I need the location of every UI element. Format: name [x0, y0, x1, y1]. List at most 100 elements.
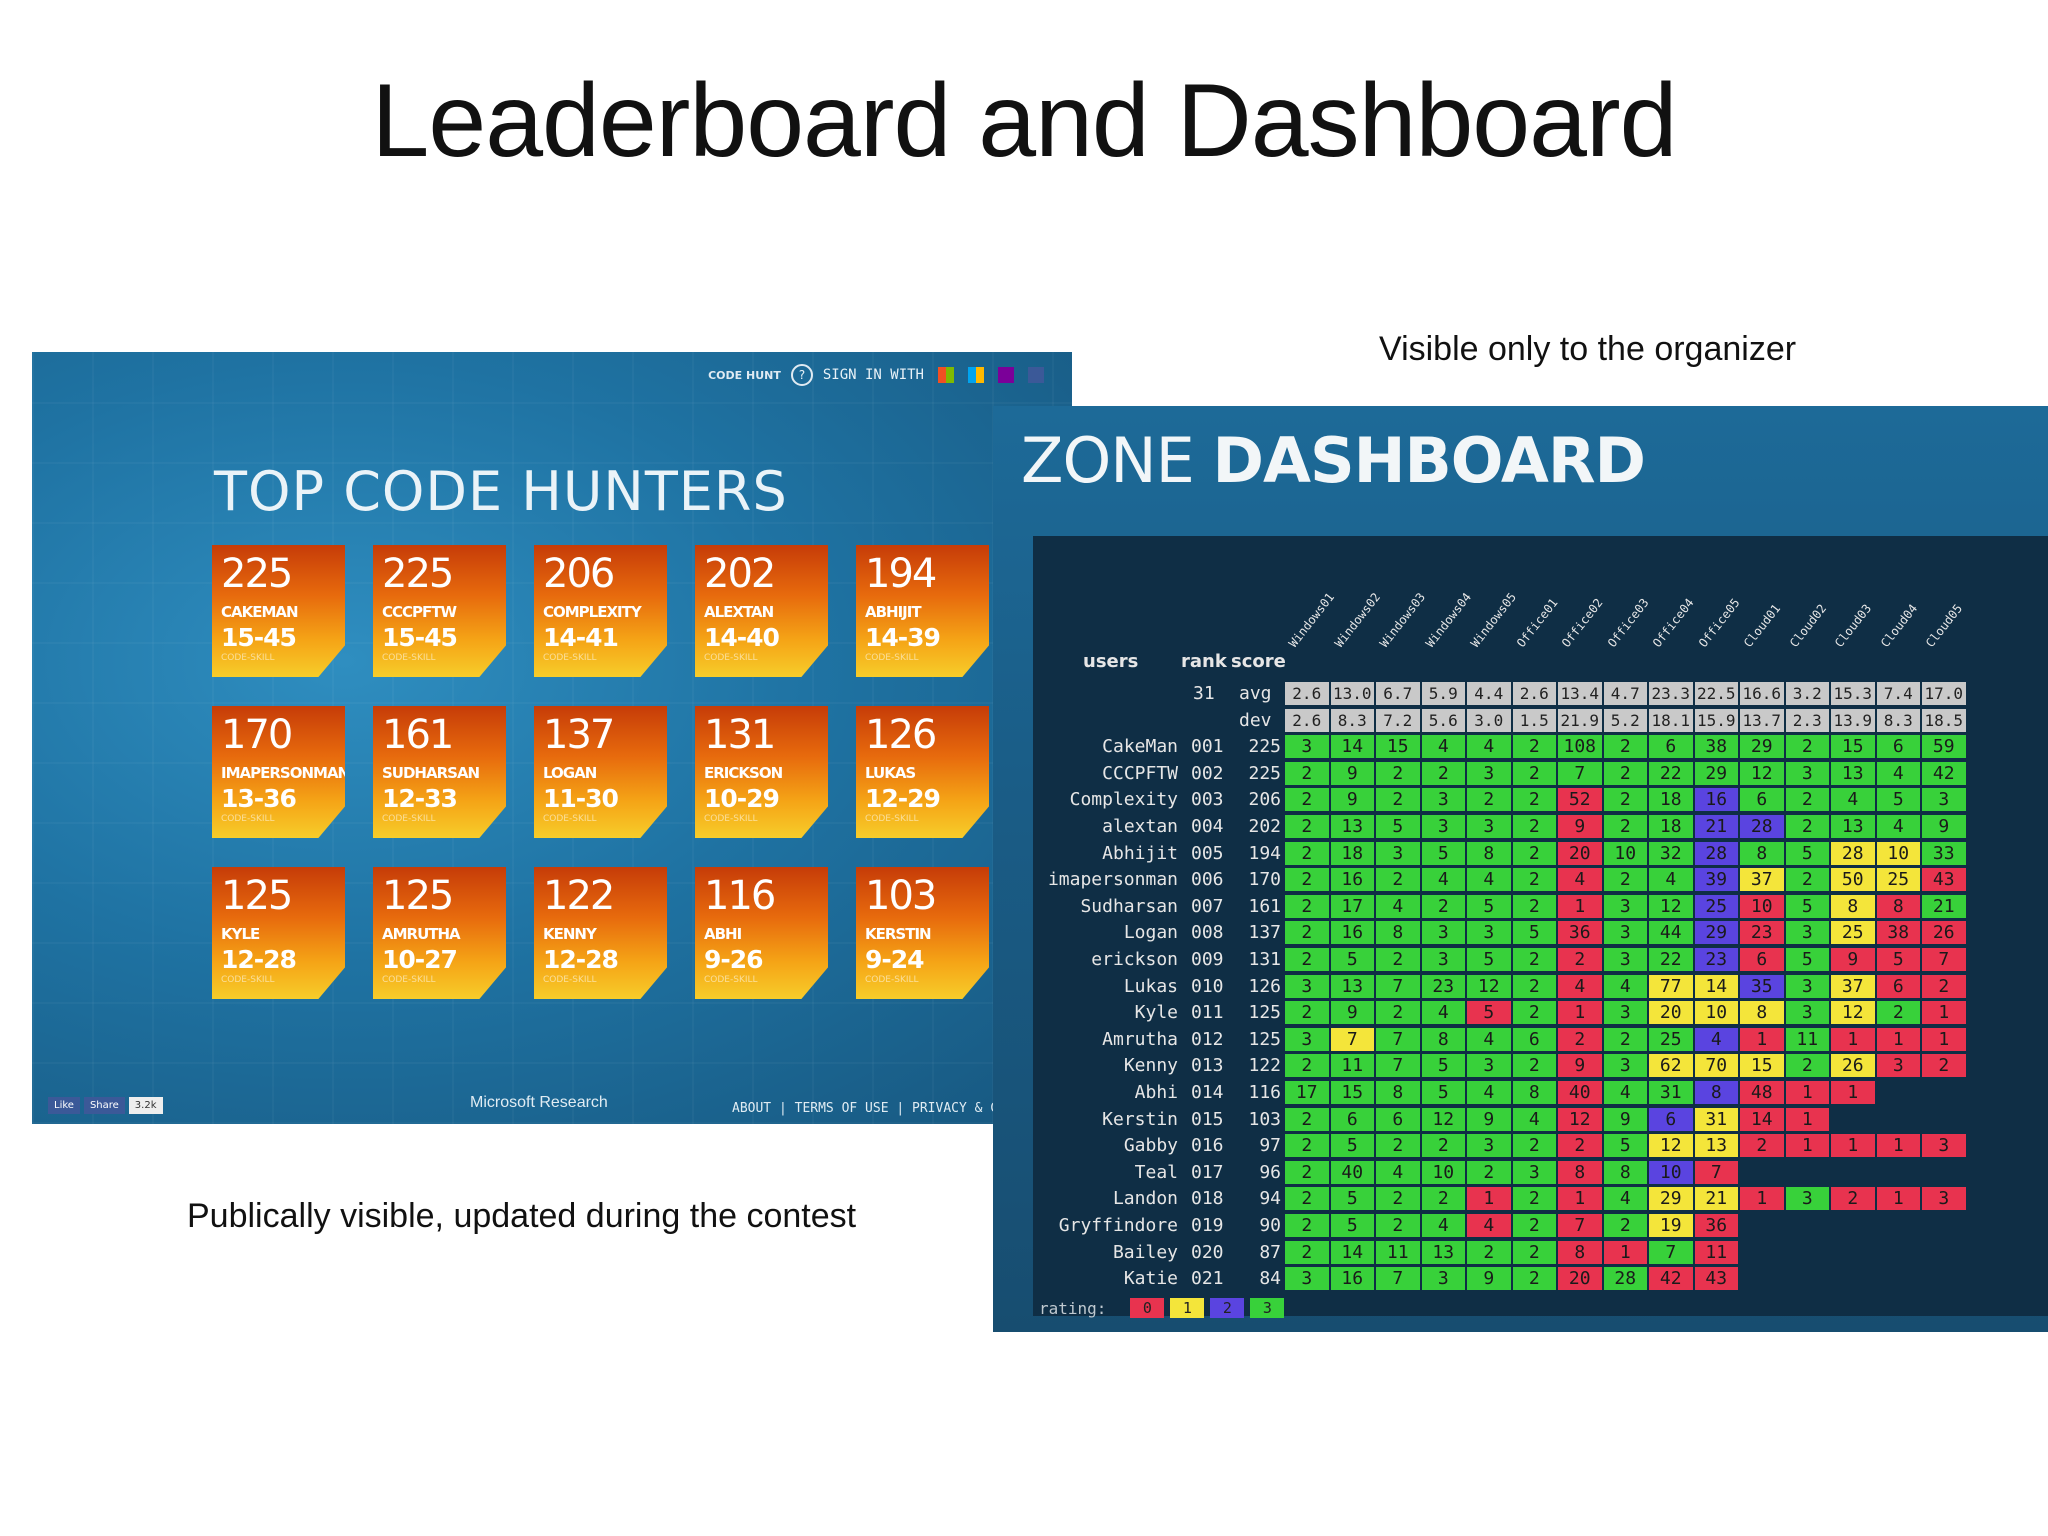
user-score: 84: [1259, 1268, 1281, 1290]
user-score: 125: [1248, 1028, 1281, 1050]
column-header: Office05: [1695, 595, 1743, 650]
dev-cell: 18.5: [1922, 708, 1966, 732]
score-header: score: [1231, 651, 1286, 672]
user-score: 126: [1248, 975, 1281, 997]
score-cell: 5: [1785, 894, 1829, 918]
footer-links[interactable]: ABOUT | TERMS OF USE | PRIVACY & C: [732, 1101, 999, 1116]
column-header: Office01: [1513, 595, 1561, 650]
column-header: Windows04: [1422, 590, 1474, 650]
user-rank: 021: [1191, 1268, 1224, 1290]
tile-sub: CODE-SKILL: [704, 975, 758, 985]
score-cell: 3: [1285, 735, 1329, 759]
sign-in-label[interactable]: SIGN IN WITH: [822, 367, 924, 383]
score-cell: 1: [1785, 1134, 1829, 1158]
score-cell: 2: [1376, 1187, 1420, 1211]
score-cell: 3: [1467, 1054, 1511, 1078]
score-cell: 29: [1649, 1187, 1693, 1211]
user-name: CCCPFTW: [1102, 762, 1178, 784]
score-cell: 4: [1603, 974, 1647, 998]
score-cell: 7: [1649, 1240, 1693, 1264]
column-header: Office03: [1604, 595, 1652, 650]
score-cell: 5: [1603, 1134, 1647, 1158]
user-score: 122: [1248, 1055, 1281, 1077]
score-cell: 8: [1421, 1027, 1465, 1051]
score-cell: 8: [1376, 921, 1420, 945]
score-cell: 8: [1558, 1240, 1602, 1264]
score-cell: 2: [1285, 841, 1329, 865]
score-cell: 2: [1376, 1134, 1420, 1158]
score-cell: 23: [1740, 921, 1784, 945]
user-name: alextan: [1102, 816, 1178, 837]
column-header: Office04: [1649, 595, 1697, 650]
tile-name: LUKAS: [865, 764, 916, 782]
score-cell: 4: [1467, 868, 1511, 892]
score-cell: 2: [1512, 894, 1556, 918]
tile-sub: CODE-SKILL: [382, 653, 436, 663]
score-cell: 1: [1876, 1027, 1920, 1051]
public-caption: Publically visible, updated during the c…: [187, 1197, 857, 1235]
user-name: Teal: [1134, 1161, 1178, 1183]
facebook-signin-icon[interactable]: [1028, 367, 1044, 383]
score-cell: 2: [1421, 1134, 1465, 1158]
microsoft-signin-icon[interactable]: [938, 367, 954, 383]
dev-cell: 7.2: [1376, 708, 1420, 732]
score-cell: 77: [1649, 974, 1693, 998]
score-cell: 3: [1603, 921, 1647, 945]
user-rank: 012: [1191, 1028, 1224, 1050]
avg-cell: 13.4: [1558, 682, 1602, 705]
tile-sub: CODE-SKILL: [543, 653, 597, 663]
tile-name: KERSTIN: [865, 925, 932, 943]
score-cell: 5: [1330, 948, 1374, 971]
tile-range: 12-28: [221, 945, 297, 974]
score-cell: 2: [1467, 1240, 1511, 1264]
column-header: Cloud05: [1922, 601, 1966, 650]
score-cell: 9: [1330, 761, 1374, 785]
score-cell: 7: [1694, 1160, 1738, 1184]
column-header: Windows05: [1467, 590, 1520, 650]
help-icon[interactable]: ?: [790, 364, 813, 386]
score-cell: 3: [1785, 1001, 1829, 1025]
score-cell: 8: [1603, 1160, 1647, 1184]
tile-score: 131: [704, 712, 776, 758]
tile-range: 13-36: [221, 784, 297, 813]
score-cell: 15: [1831, 735, 1875, 759]
user-score: 90: [1259, 1215, 1281, 1236]
score-cell: 22: [1649, 761, 1693, 785]
user-name: Complexity: [1069, 789, 1178, 811]
score-cell: 39: [1694, 868, 1738, 892]
score-cell: 4: [1467, 1081, 1511, 1104]
score-cell: 6: [1740, 948, 1784, 971]
score-cell: 5: [1330, 1134, 1374, 1158]
facebook-like-button[interactable]: Like: [48, 1097, 80, 1114]
code-hunt-logo[interactable]: CODE HUNT: [708, 368, 781, 382]
dev-cell: 2.3: [1785, 708, 1829, 732]
score-cell: 6: [1512, 1027, 1556, 1051]
tile-name: ERICKSON: [704, 764, 783, 782]
score-cell: 12: [1649, 894, 1693, 918]
facebook-share-button[interactable]: Share: [83, 1097, 125, 1114]
score-cell: 2: [1603, 788, 1647, 812]
user-rank: 015: [1191, 1108, 1224, 1130]
tile-name: ABHIJIT: [865, 603, 922, 621]
yahoo-signin-icon[interactable]: [998, 367, 1014, 383]
windows-signin-icon[interactable]: [968, 367, 984, 383]
score-cell: 1: [1922, 1001, 1966, 1025]
score-cell: 2: [1558, 948, 1602, 971]
score-cell: 14: [1330, 735, 1374, 759]
avg-cell: 16.6: [1740, 682, 1784, 705]
